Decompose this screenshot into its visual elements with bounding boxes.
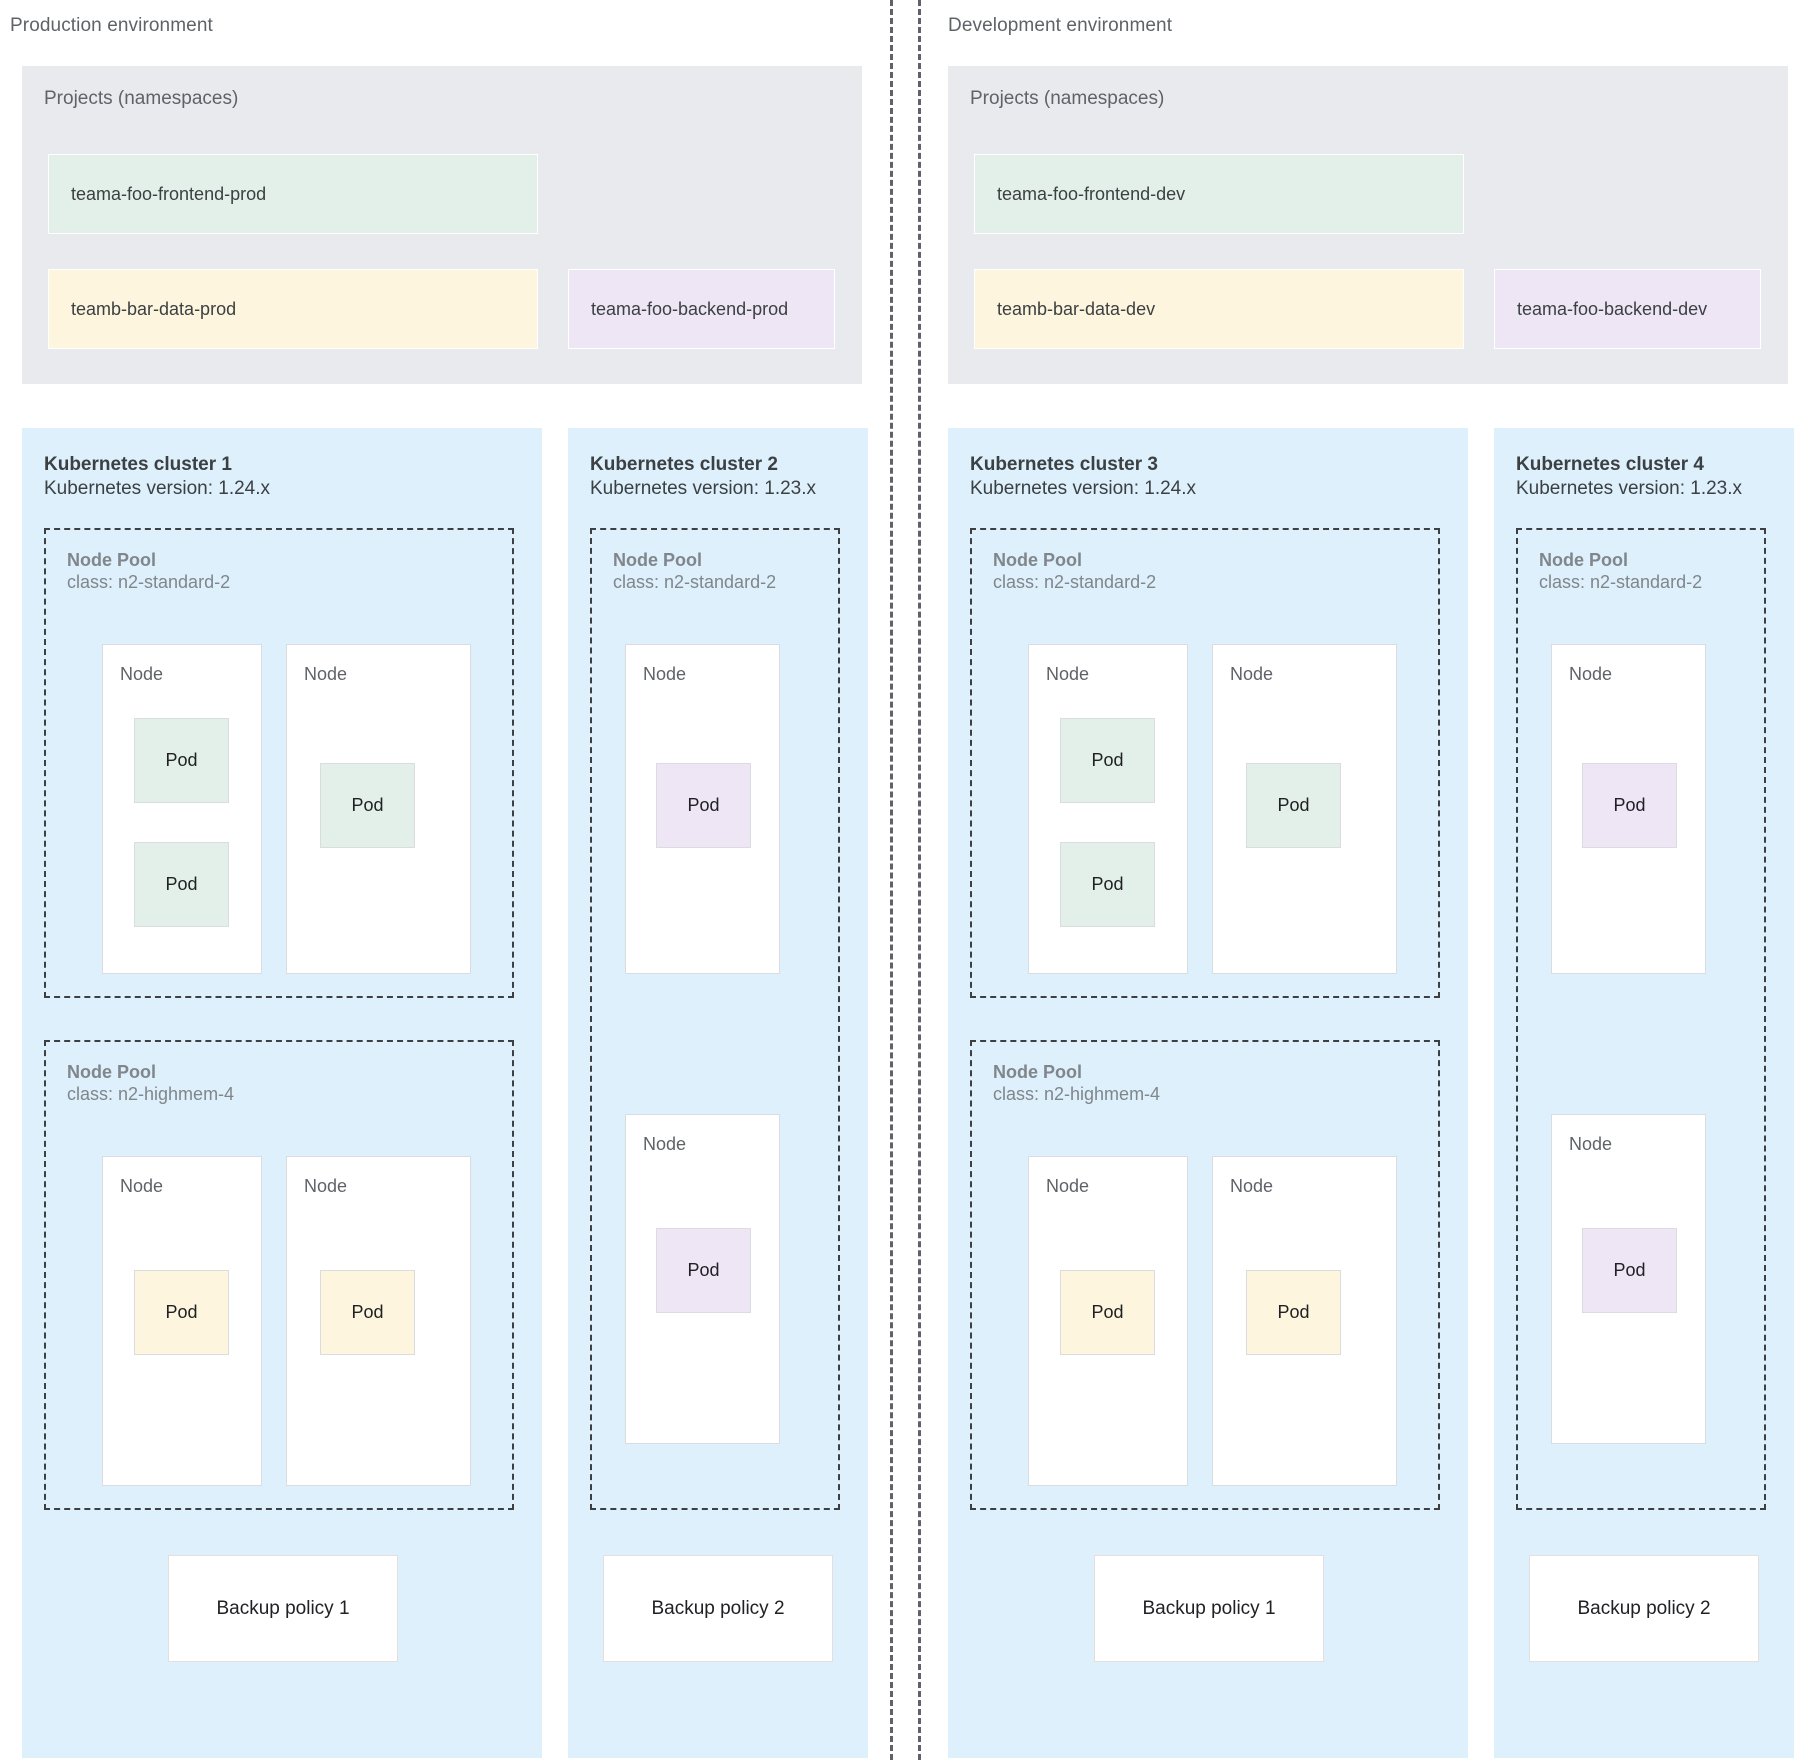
node-pool-1a: Node Pool class: n2-standard-2 Node Pod … [44, 528, 514, 998]
node-label-3b-1: Node [1046, 1176, 1090, 1196]
node-4a-1[interactable]: Node Pod [1551, 644, 1706, 974]
node-label-1b-1: Node [120, 1176, 164, 1196]
cluster-panel-1[interactable]: Kubernetes cluster 1 Kubernetes version:… [22, 428, 542, 1758]
pod-2a-1-1[interactable]: Pod [656, 763, 751, 848]
pod-1a-1-2[interactable]: Pod [134, 842, 229, 927]
node-pool-title-3b: Node Pool [993, 1062, 1082, 1082]
cluster-panel-2[interactable]: Kubernetes cluster 2 Kubernetes version:… [568, 428, 868, 1758]
namespace-teama-foo-backend-dev[interactable]: teama-foo-backend-dev [1494, 269, 1761, 349]
node-1a-1[interactable]: Node Pod Pod [102, 644, 262, 974]
pod-4a-1-1[interactable]: Pod [1582, 763, 1677, 848]
node-pool-4a: Node Pool class: n2-standard-2 Node Pod … [1516, 528, 1766, 1510]
projects-panel-production: Projects (namespaces) teama-foo-frontend… [22, 66, 862, 384]
node-pool-title-2a: Node Pool [613, 550, 702, 570]
node-3a-1[interactable]: Node Pod Pod [1028, 644, 1188, 974]
node-pool-title-1a: Node Pool [67, 550, 156, 570]
cluster-version-2: Kubernetes version: 1.23.x [590, 478, 817, 499]
node-pool-class-1a: class: n2-standard-2 [67, 572, 231, 592]
node-label-1b-2: Node [304, 1176, 348, 1196]
node-pool-class-2a: class: n2-standard-2 [613, 572, 777, 592]
pod-3a-2-1[interactable]: Pod [1246, 763, 1341, 848]
pod-1b-1-1[interactable]: Pod [134, 1270, 229, 1355]
node-label-3a-2: Node [1230, 664, 1274, 684]
node-label-2a-2: Node [643, 1134, 687, 1154]
node-label-4a-1: Node [1569, 664, 1613, 684]
backup-policy-cluster-4[interactable]: Backup policy 2 [1529, 1555, 1759, 1662]
node-4a-2[interactable]: Node Pod [1551, 1114, 1706, 1444]
node-label-2a-1: Node [643, 664, 687, 684]
environment-title-production: Production environment [10, 15, 213, 36]
node-pool-class-3a: class: n2-standard-2 [993, 572, 1157, 592]
cluster-title-2: Kubernetes cluster 2 [590, 454, 778, 475]
pod-4a-2-1[interactable]: Pod [1582, 1228, 1677, 1313]
node-1a-2[interactable]: Node Pod [286, 644, 471, 974]
environment-title-development: Development environment [948, 15, 1173, 36]
environment-divider-right [918, 0, 921, 1760]
node-label-3a-1: Node [1046, 664, 1090, 684]
namespace-teama-foo-frontend-dev[interactable]: teama-foo-frontend-dev [974, 154, 1464, 234]
cluster-version-3: Kubernetes version: 1.24.x [970, 478, 1197, 499]
pod-1a-1-1[interactable]: Pod [134, 718, 229, 803]
node-pool-title-4a: Node Pool [1539, 550, 1628, 570]
environment-divider-left [890, 0, 893, 1760]
namespace-teama-foo-frontend-prod[interactable]: teama-foo-frontend-prod [48, 154, 538, 234]
node-1b-1[interactable]: Node Pod [102, 1156, 262, 1486]
cluster-panel-4[interactable]: Kubernetes cluster 4 Kubernetes version:… [1494, 428, 1794, 1758]
backup-policy-cluster-3[interactable]: Backup policy 1 [1094, 1555, 1324, 1662]
cluster-panel-3[interactable]: Kubernetes cluster 3 Kubernetes version:… [948, 428, 1468, 1758]
node-2a-2[interactable]: Node Pod [625, 1114, 780, 1444]
projects-label-development: Projects (namespaces) [970, 88, 1165, 109]
node-pool-1b: Node Pool class: n2-highmem-4 Node Pod N… [44, 1040, 514, 1510]
cluster-title-1: Kubernetes cluster 1 [44, 454, 232, 475]
node-3b-2[interactable]: Node Pod [1212, 1156, 1397, 1486]
pod-1b-2-1[interactable]: Pod [320, 1270, 415, 1355]
node-label-1a-1: Node [120, 664, 164, 684]
pod-2a-2-1[interactable]: Pod [656, 1228, 751, 1313]
pod-3b-2-1[interactable]: Pod [1246, 1270, 1341, 1355]
pod-3a-1-1[interactable]: Pod [1060, 718, 1155, 803]
pod-3b-1-1[interactable]: Pod [1060, 1270, 1155, 1355]
node-pool-class-3b: class: n2-highmem-4 [993, 1084, 1161, 1104]
node-3a-2[interactable]: Node Pod [1212, 644, 1397, 974]
pod-1a-2-1[interactable]: Pod [320, 763, 415, 848]
cluster-version-1: Kubernetes version: 1.24.x [44, 478, 271, 499]
node-label-4a-2: Node [1569, 1134, 1613, 1154]
pod-3a-1-2[interactable]: Pod [1060, 842, 1155, 927]
node-pool-class-4a: class: n2-standard-2 [1539, 572, 1703, 592]
node-pool-2a: Node Pool class: n2-standard-2 Node Pod … [590, 528, 840, 1510]
node-label-3b-2: Node [1230, 1176, 1274, 1196]
cluster-title-4: Kubernetes cluster 4 [1516, 454, 1704, 475]
cluster-title-3: Kubernetes cluster 3 [970, 454, 1158, 475]
projects-label-production: Projects (namespaces) [44, 88, 239, 109]
node-pool-3a: Node Pool class: n2-standard-2 Node Pod … [970, 528, 1440, 998]
backup-policy-cluster-2[interactable]: Backup policy 2 [603, 1555, 833, 1662]
projects-panel-development: Projects (namespaces) teama-foo-frontend… [948, 66, 1788, 384]
backup-policy-cluster-1[interactable]: Backup policy 1 [168, 1555, 398, 1662]
cluster-version-4: Kubernetes version: 1.23.x [1516, 478, 1743, 499]
node-pool-3b: Node Pool class: n2-highmem-4 Node Pod N… [970, 1040, 1440, 1510]
node-label-1a-2: Node [304, 664, 348, 684]
namespace-teamb-bar-data-prod[interactable]: teamb-bar-data-prod [48, 269, 538, 349]
node-1b-2[interactable]: Node Pod [286, 1156, 471, 1486]
node-pool-class-1b: class: n2-highmem-4 [67, 1084, 235, 1104]
node-2a-1[interactable]: Node Pod [625, 644, 780, 974]
node-pool-title-1b: Node Pool [67, 1062, 156, 1082]
namespace-teamb-bar-data-dev[interactable]: teamb-bar-data-dev [974, 269, 1464, 349]
namespace-teama-foo-backend-prod[interactable]: teama-foo-backend-prod [568, 269, 835, 349]
node-3b-1[interactable]: Node Pod [1028, 1156, 1188, 1486]
node-pool-title-3a: Node Pool [993, 550, 1082, 570]
